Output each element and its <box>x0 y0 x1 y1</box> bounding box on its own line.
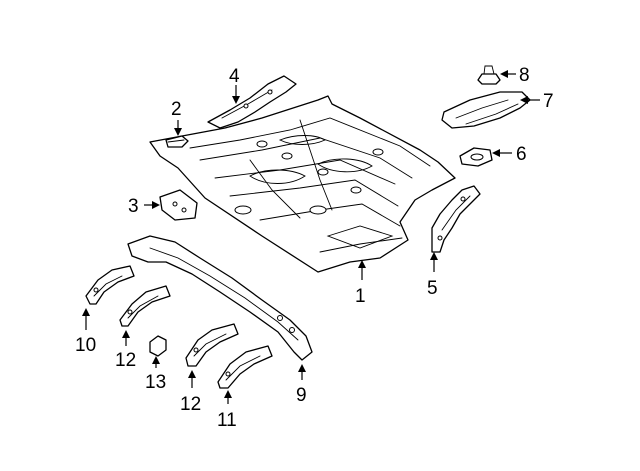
callout-12a: 12 <box>115 350 136 371</box>
upper-reinforcement-part <box>207 75 297 129</box>
rail-part-12-upper <box>119 285 171 327</box>
plug-part <box>165 135 189 148</box>
callout-2: 2 <box>171 99 182 120</box>
small-bracket-part <box>159 189 198 221</box>
rail-part-12-lower <box>185 323 239 367</box>
leader-lines <box>82 70 540 404</box>
callout-13: 13 <box>145 372 166 393</box>
callout-12b: 12 <box>180 394 201 415</box>
cap-part <box>459 147 493 167</box>
callout-10: 10 <box>75 335 96 356</box>
rail-part-10 <box>85 265 135 305</box>
rail-part-11 <box>217 345 273 389</box>
crossmember-part <box>127 235 313 361</box>
callout-3: 3 <box>128 196 139 217</box>
panel-part <box>441 91 531 129</box>
callout-1: 1 <box>355 286 366 307</box>
bumper-part <box>477 65 501 85</box>
callout-11: 11 <box>217 410 237 431</box>
callout-5: 5 <box>427 278 438 299</box>
callout-9: 9 <box>296 385 307 406</box>
clip-part <box>149 335 167 357</box>
floor-pan-part <box>149 95 456 273</box>
callout-4: 4 <box>229 66 240 87</box>
callout-6: 6 <box>516 144 527 165</box>
side-extension-part <box>431 185 481 253</box>
callout-8: 8 <box>519 65 530 86</box>
callout-7: 7 <box>543 91 554 112</box>
